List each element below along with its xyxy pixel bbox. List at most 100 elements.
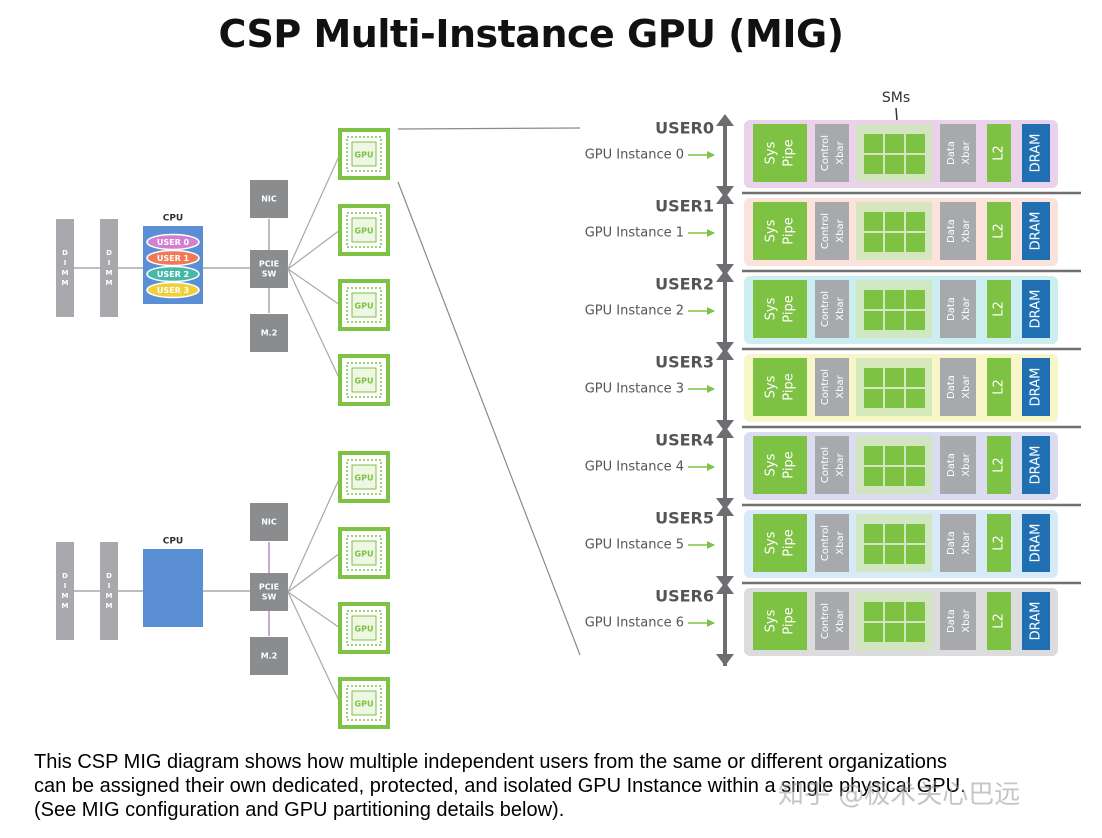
sm-cell: [864, 524, 883, 543]
dimm-letter: M: [62, 269, 69, 277]
sm-cell: [864, 545, 883, 564]
l2-label: L2: [992, 145, 1007, 161]
watermark: 知乎 @极术关心巴远: [778, 780, 1021, 810]
sm-cell: [906, 623, 925, 642]
dram-label: DRAM: [1029, 290, 1044, 329]
sys-pipe-block: [753, 592, 807, 650]
zoom-line-top: [397, 127, 581, 130]
sm-cell: [906, 602, 925, 621]
dimm-body: [56, 542, 74, 640]
sm-cell: [906, 233, 925, 252]
m2-box-label: M.2: [261, 652, 278, 661]
sm-cell: [885, 155, 904, 174]
vertical-arrow-up: [716, 582, 734, 594]
dram-block: [1022, 436, 1050, 494]
data-xbar-block: [940, 592, 976, 650]
data-xbar-label: Xbar: [961, 140, 972, 164]
sys-pipe-block: [753, 202, 807, 260]
gpu-pins: [346, 610, 382, 646]
control-xbar-label: Control: [820, 603, 831, 639]
dram-block: [1022, 592, 1050, 650]
pcie-gpu-link: [287, 153, 341, 270]
gpu-pins: [346, 136, 382, 172]
l2-block: [987, 202, 1011, 260]
pcie-gpu-link: [287, 591, 341, 704]
user-pill: [146, 233, 200, 251]
data-xbar-label: Data: [946, 531, 957, 555]
dimm-body: [100, 542, 118, 640]
gpu-frame: [338, 677, 390, 729]
zoom-lines: [397, 127, 581, 656]
data-xbar-label: Data: [946, 609, 957, 633]
sm-cell: [864, 155, 883, 174]
sm-cell: [885, 545, 904, 564]
dimm-letter: I: [108, 259, 111, 267]
pcie-switch-label: PCIE: [259, 583, 279, 592]
l2-block: [987, 514, 1011, 572]
sys-pipe-label: Sys: [764, 297, 779, 320]
dram-block: [1022, 280, 1050, 338]
pcie-switch-body: [250, 573, 288, 611]
dimm-letter: M: [62, 602, 69, 610]
user-label: USER2: [655, 275, 714, 294]
gpu-die: [351, 464, 377, 490]
gpu-frame: [338, 354, 390, 406]
gpu-label: GPU: [355, 550, 374, 559]
data-xbar-label: Data: [946, 453, 957, 477]
sys-pipe-label: Sys: [764, 609, 779, 632]
vertical-arrow-up: [716, 348, 734, 360]
data-xbar-block: [940, 436, 976, 494]
control-xbar-label: Control: [820, 525, 831, 561]
control-xbar-block: [815, 436, 849, 494]
data-xbar-label: Data: [946, 375, 957, 399]
sm-cell: [885, 212, 904, 231]
pcie-switch-label: PCIE: [259, 260, 279, 269]
sm-cell: [885, 446, 904, 465]
vertical-arrow-up: [716, 504, 734, 516]
m2-box-label: M.2: [261, 329, 278, 338]
dram-label: DRAM: [1029, 212, 1044, 251]
gpu-pins: [346, 362, 382, 398]
control-xbar-label: Xbar: [835, 452, 846, 476]
dimm-letter: M: [62, 279, 69, 287]
sm-cell: [906, 389, 925, 408]
m2-box: M.2: [250, 314, 288, 352]
gpu-label: GPU: [355, 302, 374, 311]
dimm-letter: M: [106, 279, 113, 287]
dimm-letter: M: [106, 592, 113, 600]
pcie-gpu-link: [287, 591, 341, 629]
pcie-gpu-link: [287, 268, 341, 306]
sm-cell: [864, 368, 883, 387]
caption-line-3: (See MIG configuration and GPU partition…: [34, 799, 565, 821]
vertical-arrow-down: [716, 654, 734, 666]
gpu-icon: GPU: [338, 279, 390, 331]
sys-pipe-block: [753, 358, 807, 416]
data-xbar-label: Data: [946, 297, 957, 321]
data-xbar-block: [940, 202, 976, 260]
pcie-switch-body: [250, 250, 288, 288]
zoom-line-bottom: [397, 181, 581, 656]
sm-cell: [906, 446, 925, 465]
vertical-arrow-up: [716, 426, 734, 438]
control-xbar-label: Xbar: [835, 530, 846, 554]
dimm-letter: I: [64, 582, 67, 590]
gpu-pins: [346, 535, 382, 571]
pcie-gpu-link: [287, 552, 341, 593]
data-xbar-label: Xbar: [961, 608, 972, 632]
l2-label: L2: [992, 535, 1007, 551]
dimm-letter: D: [62, 249, 68, 257]
l2-block: [987, 280, 1011, 338]
sys-pipe-block: [753, 124, 807, 182]
instance-label: GPU Instance 4: [585, 460, 684, 475]
user-label: USER6: [655, 587, 714, 606]
gpu-label: GPU: [355, 151, 374, 160]
vertical-arrow-up: [716, 192, 734, 204]
sm-cell: [864, 389, 883, 408]
sys-pipe-label: Sys: [764, 453, 779, 476]
